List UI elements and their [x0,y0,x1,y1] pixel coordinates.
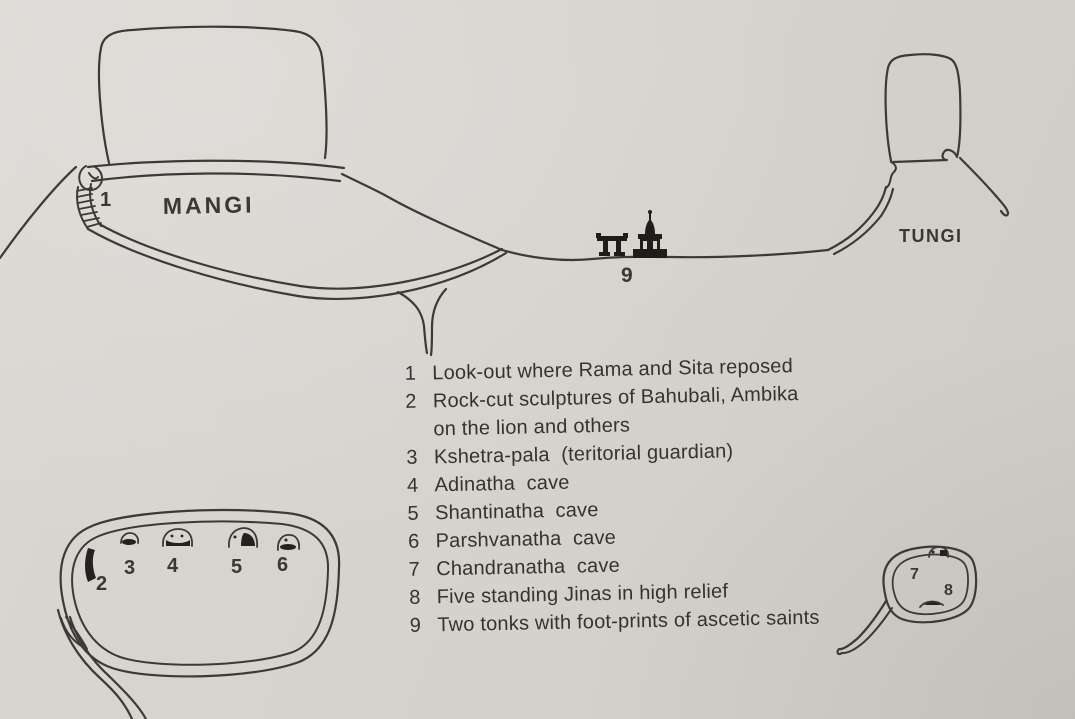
plan-trail-junction [60,616,88,650]
cave-mark-8 [919,600,944,608]
label-plan-2: 2 [96,573,107,595]
mangi-plan-outer [59,508,341,678]
cave-mark-5 [228,527,258,548]
map-legend: 1 Look-out where Rama and Sita reposed 2… [399,351,865,640]
map-labels: 1 MANGI 9 TUNGI 2 3 4 5 6 7 8 [96,189,963,599]
plan-trail-inner [68,615,148,719]
mangi-plan [56,508,341,719]
fork-trail-right [429,287,448,357]
legend-number [400,416,423,444]
label-plan-8: 8 [944,582,953,599]
ridge-climb-upper [826,185,888,252]
mangi-ledge-top [86,159,346,170]
connecting-ridge [500,185,895,262]
label-plan-7: 7 [910,566,919,583]
legend-number: 5 [407,502,419,525]
ridge-climb-lower [832,187,895,256]
tungi-right-slope [958,156,1010,217]
legend-label: Chandranatha cave [435,554,621,581]
label-tungi: TUNGI [899,226,963,246]
legend-number: 2 [405,390,417,413]
cave-mark-7 [928,546,950,558]
mangi-plan-inner [71,520,330,666]
tungi-plan-inner [891,553,969,615]
mangi-right-shoulder [340,172,504,252]
tungi-plan-tail-inner [842,607,893,654]
legend-number: 6 [407,530,420,553]
legend-label: Shantinatha cave [434,499,599,525]
mangi-base-path-upper [99,223,504,290]
label-mangi: MANGI [163,191,255,219]
legend-number: 3 [406,446,418,469]
mangi-left-slope [0,165,78,260]
legend-label: Parshvanatha cave [435,526,617,553]
label-plan-5: 5 [231,556,242,578]
legend-number: 8 [408,586,421,609]
legend-label: Adinatha cave [434,471,570,497]
cave-marks [120,527,301,551]
tungi-plan [836,545,978,656]
legend-number: 9 [409,614,422,637]
label-point-1: 1 [100,189,111,211]
legend-label: Kshetra-pala (teritorial guardian) [433,440,734,469]
tonk-icons [596,210,667,258]
plan-trail-outer [56,608,134,719]
mangi-base-path-lower [86,227,508,301]
label-point-9: 9 [621,264,633,287]
tungi-hill [884,53,1010,217]
lookout-knob [78,165,104,191]
tungi-neck-ledges [885,161,897,189]
cave-mark-3 [120,532,140,545]
tonk-shrine-icon [633,210,667,258]
fork-trail-left [396,290,429,355]
cave-mark-6 [277,534,301,551]
legend-number: 4 [406,474,419,497]
legend-number: 7 [408,558,420,581]
cave-mark-4 [162,528,193,547]
mangi-hill [0,25,508,357]
tungi-pinnacle-outline [884,53,962,164]
legend-number: 1 [404,362,417,385]
site2-mark [85,548,96,582]
mangi-pinnacle-outline [97,25,328,165]
mangi-ledge-bottom [90,172,342,183]
tungi-plan-tail-outer [836,599,888,656]
label-plan-6: 6 [277,554,288,576]
steps-hatching [76,187,102,228]
legend-label: on the lion and others [433,414,631,441]
tonk-torana-icon [596,233,628,256]
tungi-plan-outer [882,545,978,624]
label-plan-3: 3 [124,557,135,579]
label-plan-4: 4 [167,555,179,577]
